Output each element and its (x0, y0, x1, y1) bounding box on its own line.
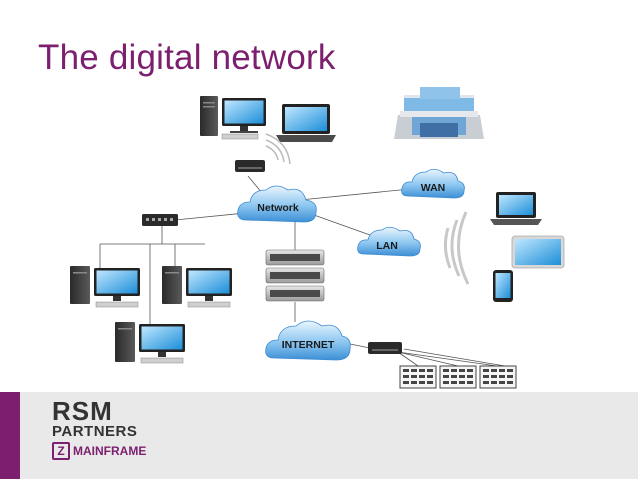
internet-cloud: INTERNET (265, 320, 351, 361)
rsm-partners-logo: RSM PARTNERS Z MAINFRAME (52, 398, 162, 468)
smartphone-icon (493, 270, 513, 302)
network-diagram: Network WAN LAN INTERNET (70, 87, 565, 389)
lan-cloud: LAN (357, 226, 421, 257)
router-icon (368, 342, 402, 354)
network-switch-icon (142, 214, 178, 226)
wifi-waves-icon (265, 133, 291, 165)
desktop-computer-icon (70, 266, 140, 308)
laptop-icon (490, 192, 542, 225)
footer-band (0, 392, 638, 479)
office-building-icon (394, 87, 484, 139)
patch-panel-icon (439, 365, 477, 389)
desktop-computer-icon (200, 96, 266, 140)
wireless-signal-icon (443, 211, 470, 285)
lan-cloud-label: LAN (376, 240, 398, 252)
server-stack-icon (265, 249, 325, 302)
logo-mainframe-row: Z MAINFRAME (52, 442, 146, 460)
network-cloud: Network (237, 185, 317, 223)
connection-lines (99, 175, 506, 367)
network-cloud-label: Network (257, 202, 299, 214)
logo-rsm-text: RSM (52, 396, 113, 426)
router-icon (235, 160, 265, 172)
desktop-computer-icon (115, 322, 185, 364)
z-badge-icon: Z (52, 442, 70, 460)
tablet-icon (511, 235, 565, 269)
wan-cloud-label: WAN (421, 182, 446, 194)
footer-accent-bar (0, 392, 20, 479)
logo-partners-text: PARTNERS (52, 423, 138, 440)
internet-cloud-label: INTERNET (282, 339, 335, 351)
logo-mainframe-text: MAINFRAME (73, 444, 147, 458)
desktop-computer-icon (162, 266, 232, 308)
patch-panel-icon (479, 365, 517, 389)
wan-cloud: WAN (401, 168, 465, 199)
laptop-icon (276, 104, 336, 142)
slide-title: The digital network (38, 38, 336, 77)
patch-panel-icon (399, 365, 437, 389)
